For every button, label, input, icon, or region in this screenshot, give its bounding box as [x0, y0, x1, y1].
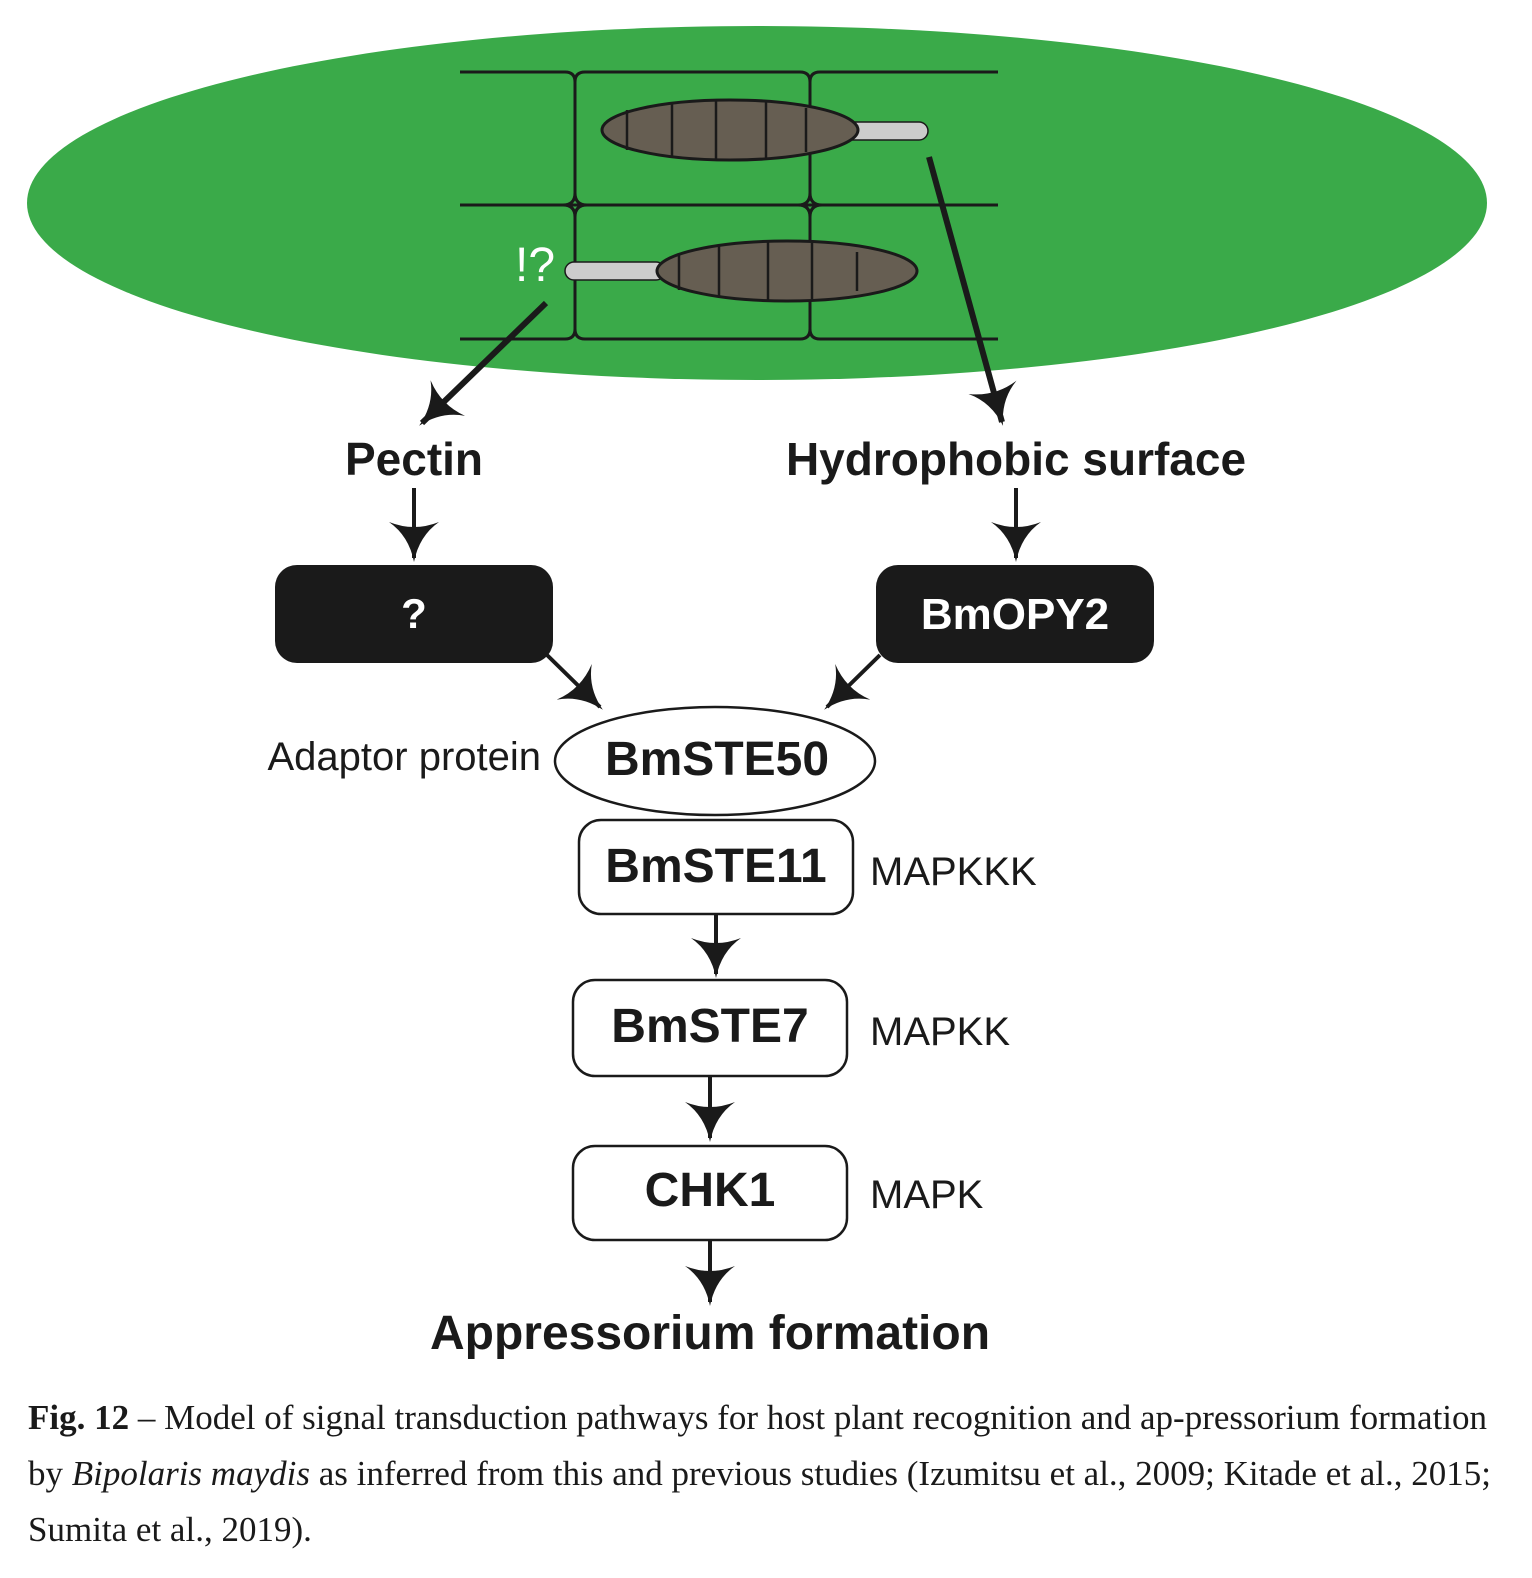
- arrow-leaf-to-pectin: [419, 300, 549, 426]
- kinase-chk1-label: CHK1: [645, 1164, 776, 1217]
- kinase-bmste7-label: BmSTE7: [611, 1000, 808, 1053]
- germ-tube-bottom: [564, 261, 666, 281]
- kinase-bmste11: BmSTE11: [577, 818, 855, 916]
- signal-pathway-diagram: !? Pectin Hydrophobic surface ? BmOPY2 A…: [27, 26, 1487, 1360]
- kinase-chk1: CHK1: [571, 1144, 849, 1242]
- receptor-bmopy2-label: BmOPY2: [921, 590, 1109, 639]
- caption-text-1: Model of signal transduction pathways fo…: [28, 1398, 1488, 1493]
- caption-text-2: as inferred from this and previous studi…: [28, 1454, 1491, 1549]
- caption-figure-label: Fig. 12: [28, 1398, 130, 1437]
- unknown-recognition-mark: !?: [515, 239, 555, 292]
- outcome-appressorium-formation: Appressorium formation: [430, 1307, 990, 1360]
- epidermal-cells: [460, 70, 998, 341]
- arrow-unknown-to-bmste50: [545, 653, 603, 710]
- adaptor-role-label: Adaptor protein: [267, 735, 541, 779]
- caption-dash: –: [129, 1398, 165, 1437]
- spore-bottom: [564, 239, 919, 303]
- receptor-bmopy2: BmOPY2: [876, 565, 1154, 663]
- kinase-bmste7-role: MAPKK: [870, 1010, 1010, 1054]
- adaptor-node-label: BmSTE50: [605, 733, 829, 786]
- kinase-bmste11-role: MAPKKK: [870, 850, 1037, 894]
- adaptor-node: [553, 705, 877, 817]
- receptor-unknown-label: ?: [401, 590, 427, 637]
- kinase-bmste11-label: BmSTE11: [605, 840, 826, 893]
- spore-top: [600, 98, 929, 162]
- kinase-chk1-role: MAPK: [870, 1173, 984, 1217]
- caption-species: Bipolaris maydis: [71, 1454, 310, 1493]
- arrow-leaf-to-hydrophobic: [926, 156, 1017, 426]
- leaf-surface: [27, 26, 1487, 380]
- arrow-bmopy2-to-bmste50: [824, 653, 882, 710]
- figure-caption: Fig. 12 – Model of signal transduction p…: [28, 1390, 1508, 1558]
- receptor-unknown: ?: [275, 565, 553, 663]
- kinase-bmste7: BmSTE7: [571, 978, 849, 1078]
- signal-pectin: Pectin: [345, 433, 483, 485]
- signal-hydrophobic-surface: Hydrophobic surface: [786, 433, 1246, 485]
